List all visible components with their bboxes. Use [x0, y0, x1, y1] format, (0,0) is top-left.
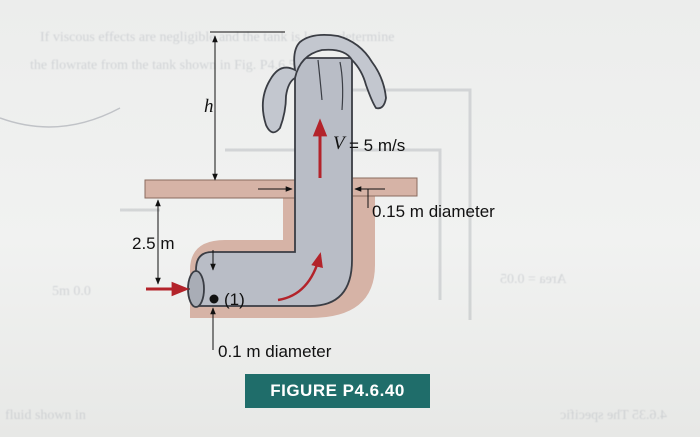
- h-label: h: [204, 96, 214, 117]
- bleed-text-bottom-left: fluid shown in: [5, 408, 86, 423]
- lower-diameter-label: 0.1 m diameter: [218, 342, 332, 361]
- upper-diameter-label: 0.15 m diameter: [372, 202, 495, 221]
- point-1-label: (1): [224, 290, 245, 309]
- tank-plate-right: [351, 177, 418, 197]
- jet-inner-fold: [317, 59, 344, 111]
- velocity-value: = 5 m/s: [349, 136, 406, 155]
- bleed-text-second: the flowrate from the tank shown in Fig.…: [30, 58, 307, 73]
- point-1-dot: [209, 294, 219, 304]
- bleed-text-left: 5m 0.0: [52, 284, 91, 299]
- pipe-inlet-end: [187, 270, 205, 308]
- figure-caption: FIGURE P4.6.40: [245, 374, 430, 408]
- jet-fountain: [261, 33, 387, 134]
- vertical-distance-label: 2.5 m: [132, 234, 175, 253]
- elbow-flow-arrow: [277, 252, 323, 302]
- curved-bleed-line: [0, 107, 121, 128]
- velocity-symbol: V: [333, 133, 345, 154]
